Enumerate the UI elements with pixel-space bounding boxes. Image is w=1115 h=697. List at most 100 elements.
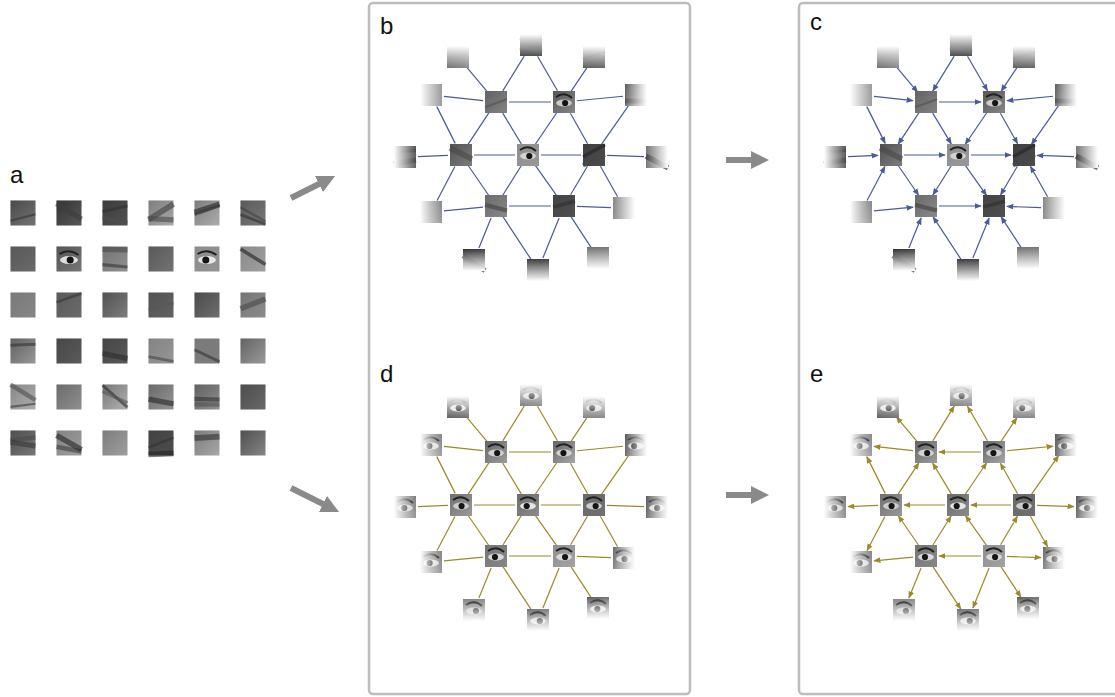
patch-link bbox=[965, 463, 986, 494]
patch-link bbox=[503, 217, 531, 259]
image-patch bbox=[103, 385, 128, 410]
patch-link bbox=[968, 406, 988, 440]
image-patch bbox=[880, 144, 902, 166]
image-patch bbox=[485, 91, 507, 113]
image-patch bbox=[625, 84, 647, 106]
patch-link bbox=[973, 218, 989, 258]
image-patch bbox=[149, 293, 174, 318]
image-patch bbox=[850, 84, 872, 106]
image-patch bbox=[877, 46, 899, 68]
patch-link bbox=[904, 504, 945, 505]
image-patch bbox=[103, 293, 128, 318]
patch-link bbox=[965, 113, 986, 144]
patch-link bbox=[1001, 166, 1018, 195]
image-patch bbox=[983, 195, 1005, 217]
patch-link bbox=[874, 446, 913, 450]
panel-label: e bbox=[810, 362, 823, 386]
image-patch bbox=[195, 339, 220, 364]
image-patch bbox=[915, 91, 937, 113]
image-patch bbox=[195, 247, 220, 272]
image-patch bbox=[241, 339, 266, 364]
image-patch bbox=[915, 441, 937, 463]
image-patch bbox=[195, 201, 220, 226]
patch-link bbox=[571, 217, 591, 247]
patch-link bbox=[444, 207, 483, 211]
panel-frame bbox=[799, 3, 1115, 694]
patch-link bbox=[874, 557, 913, 561]
patch-link bbox=[1000, 113, 1017, 143]
patch-link bbox=[848, 505, 878, 506]
patch-link bbox=[898, 516, 918, 546]
patch-link bbox=[867, 517, 885, 551]
image-patch bbox=[11, 293, 36, 318]
image-patch bbox=[583, 396, 605, 418]
patch-link bbox=[479, 568, 491, 598]
patch-link bbox=[939, 101, 981, 102]
image-patch bbox=[517, 494, 539, 516]
patch-link bbox=[503, 113, 522, 144]
image-patch bbox=[485, 441, 507, 463]
patch-link bbox=[1030, 516, 1047, 546]
patch-link bbox=[535, 463, 556, 494]
patch-link bbox=[874, 96, 913, 100]
image-patch bbox=[420, 84, 442, 106]
image-patch bbox=[880, 494, 902, 516]
patch-link bbox=[577, 556, 611, 557]
patch-link bbox=[933, 166, 951, 195]
image-patch bbox=[450, 494, 472, 516]
image-patch bbox=[11, 201, 36, 226]
patch-link bbox=[971, 154, 1011, 155]
patch-link bbox=[503, 406, 524, 441]
image-patch bbox=[553, 195, 575, 217]
patch-link bbox=[939, 451, 981, 452]
patch-link bbox=[1001, 418, 1017, 441]
image-patch bbox=[587, 597, 609, 619]
image-patch bbox=[1017, 597, 1039, 619]
image-patch bbox=[646, 146, 668, 168]
patch-link bbox=[874, 207, 913, 211]
panel-label: d bbox=[380, 362, 393, 386]
image-patch bbox=[103, 247, 128, 272]
image-patch bbox=[57, 201, 82, 226]
image-patch bbox=[983, 91, 1005, 113]
image-patch bbox=[485, 195, 507, 217]
patch-link bbox=[867, 167, 885, 201]
image-patch bbox=[583, 46, 605, 68]
patch-link bbox=[933, 217, 961, 259]
patch-link bbox=[444, 446, 483, 450]
patch-link bbox=[939, 205, 981, 206]
patch-link bbox=[896, 67, 917, 92]
image-patch bbox=[447, 46, 469, 68]
image-patch bbox=[149, 431, 174, 456]
image-patch bbox=[450, 144, 472, 166]
patch-link bbox=[538, 56, 558, 90]
patch-link bbox=[1001, 567, 1021, 597]
patch-link bbox=[503, 166, 521, 195]
patch-link bbox=[509, 205, 551, 206]
patch-link bbox=[1031, 106, 1058, 145]
flow-arrow bbox=[291, 160, 760, 508]
patch-link bbox=[437, 167, 455, 201]
patch-link bbox=[867, 107, 885, 144]
image-patch bbox=[1055, 84, 1077, 106]
image-patch bbox=[241, 247, 266, 272]
image-patch bbox=[646, 496, 668, 518]
patch-link bbox=[437, 517, 455, 551]
patch-link bbox=[1001, 516, 1018, 545]
patch-link bbox=[933, 463, 952, 494]
image-patch bbox=[527, 259, 549, 281]
patch-link bbox=[933, 56, 954, 91]
image-patch bbox=[241, 385, 266, 410]
patch-link bbox=[543, 568, 559, 608]
patch-link bbox=[466, 417, 487, 442]
patch-link bbox=[909, 568, 921, 598]
image-patch bbox=[1013, 46, 1035, 68]
image-patch bbox=[983, 545, 1005, 567]
patch-link bbox=[418, 155, 448, 156]
patch-link bbox=[939, 555, 981, 556]
image-patch bbox=[850, 434, 872, 456]
image-patch bbox=[877, 396, 899, 418]
patch-link bbox=[577, 446, 623, 450]
patch-link bbox=[479, 218, 491, 248]
